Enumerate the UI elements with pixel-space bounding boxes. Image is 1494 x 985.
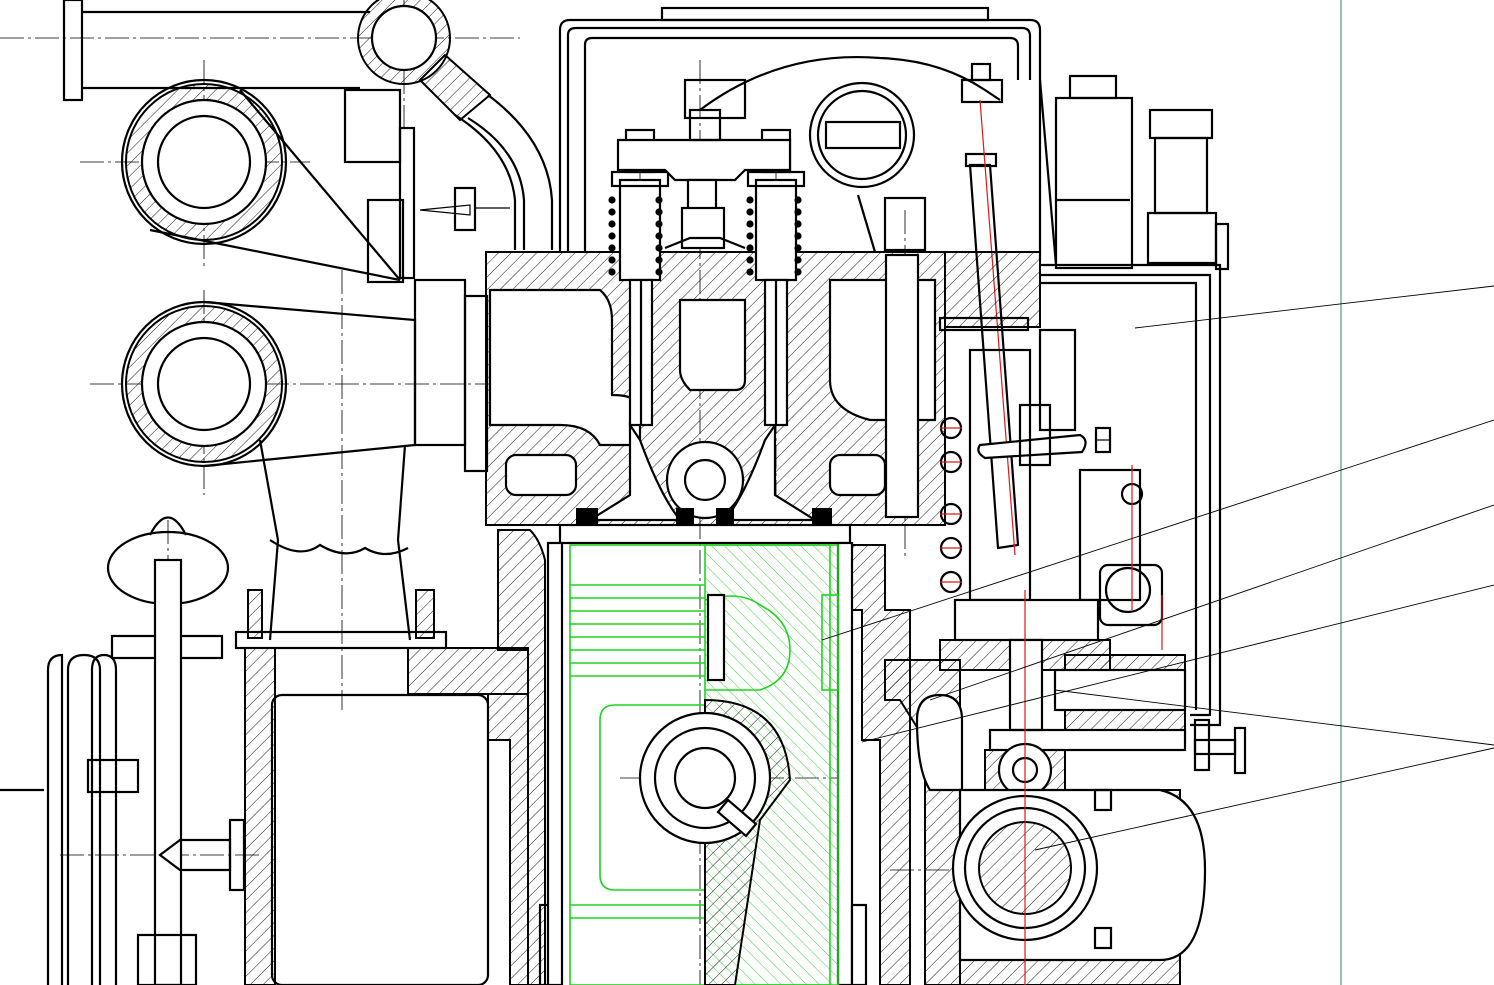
valve-bridge [616, 108, 792, 250]
cylinder-liner [497, 529, 964, 985]
rocker-cover [558, 6, 1042, 260]
connecting-rod [638, 698, 792, 985]
left-lower-body [0, 516, 560, 985]
intake-valve [608, 128, 670, 427]
oil-holes [939, 416, 963, 594]
camshaft-assembly [939, 590, 1247, 985]
manifold-body [149, 88, 510, 641]
cylinder-head [485, 251, 946, 545]
exhaust-valve [746, 128, 806, 427]
exhaust-ring-upper [120, 78, 288, 246]
leader-lines [821, 285, 1494, 851]
right-housing [938, 74, 1230, 727]
exhaust-ring-lower [120, 300, 288, 468]
